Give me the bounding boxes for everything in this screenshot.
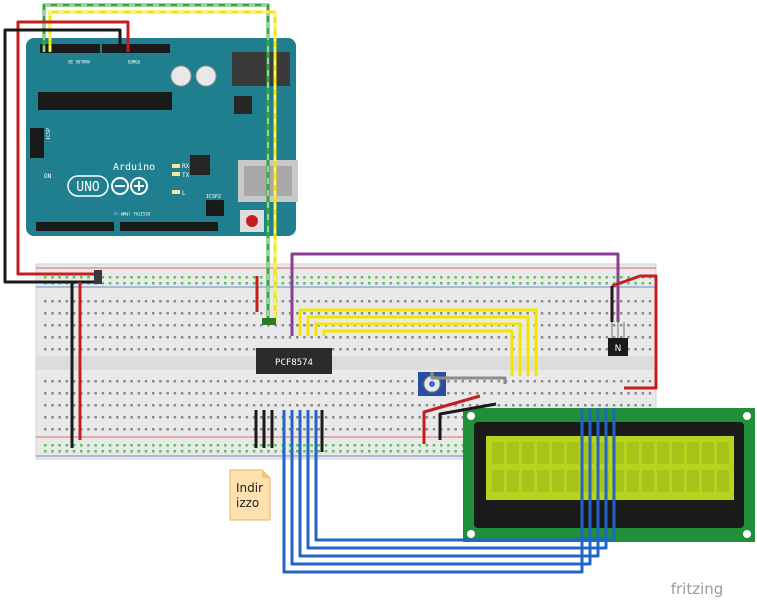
note-line-1: Indir bbox=[236, 481, 263, 495]
wire-pot-red bbox=[422, 394, 481, 444]
transistor-label: N bbox=[615, 344, 622, 354]
wire-blue-5 bbox=[314, 408, 616, 542]
wire-blue-2 bbox=[290, 408, 592, 566]
brand-label: Arduino bbox=[113, 162, 155, 173]
wire-blue-1 bbox=[282, 408, 584, 574]
arduino-logo bbox=[111, 177, 148, 195]
tx-label: TX bbox=[182, 172, 190, 179]
analog-in-label: ANALOG IN bbox=[68, 59, 90, 64]
lcd-module bbox=[463, 408, 755, 542]
pcf8574-label: PCF8574 bbox=[275, 358, 313, 368]
analog-header bbox=[40, 44, 100, 53]
arduino-uno-board: UNO Arduino ON RX TX L ICSP ICSP2 RESET … bbox=[26, 38, 298, 261]
note-paper bbox=[229, 469, 271, 521]
wire-pot-black bbox=[438, 402, 497, 440]
icsp2-label: ICSP2 bbox=[206, 194, 221, 200]
digital-header-2 bbox=[120, 222, 218, 231]
arduino-pcb bbox=[26, 38, 296, 236]
wire-blue-4 bbox=[306, 408, 608, 550]
note-line-2: izzo bbox=[236, 496, 259, 510]
wire-yellow-1 bbox=[298, 308, 538, 376]
digital-label: DIGITAL (PWM ~) bbox=[114, 211, 150, 216]
transistor-body bbox=[608, 338, 628, 356]
icsp2-header bbox=[206, 200, 224, 216]
digital-header-1 bbox=[36, 222, 114, 231]
usb-chip bbox=[190, 155, 210, 175]
breadboard bbox=[35, 263, 657, 460]
power-label: POWER bbox=[127, 59, 140, 64]
wire-gnd-black bbox=[3, 28, 122, 284]
wire-sda-stripe bbox=[49, 11, 276, 322]
wire-yellow-4 bbox=[322, 329, 514, 376]
transistor: N bbox=[608, 322, 628, 356]
wire-purple bbox=[290, 252, 620, 336]
rx-label: RX bbox=[182, 163, 190, 170]
atmega-chip bbox=[38, 92, 172, 110]
wire-gray bbox=[430, 372, 507, 384]
model-label: UNO bbox=[76, 180, 100, 195]
on-label: ON bbox=[44, 173, 52, 180]
wires bbox=[3, 3, 658, 574]
pcf8574-body bbox=[256, 348, 332, 374]
wire-right-red bbox=[611, 274, 658, 390]
power-jack bbox=[232, 52, 290, 86]
l-label: L bbox=[182, 190, 186, 197]
wire-yellow-2 bbox=[306, 315, 530, 376]
wire-5v-red bbox=[16, 20, 130, 276]
icsp-label: ICSP bbox=[46, 128, 52, 140]
voltage-regulator bbox=[234, 96, 252, 114]
pcf8574-chip: PCF8574 bbox=[256, 348, 332, 374]
fritzing-watermark: fritzing bbox=[671, 580, 724, 598]
capacitor-2 bbox=[195, 65, 217, 87]
note-icon: Indir izzo bbox=[229, 469, 271, 521]
wire-yellow-3 bbox=[314, 322, 522, 376]
wire-scl-stripe bbox=[43, 4, 269, 322]
icsp-header bbox=[30, 128, 44, 158]
power-header bbox=[102, 44, 170, 53]
wire-blue-3 bbox=[298, 408, 600, 558]
capacitor-1 bbox=[170, 65, 192, 87]
